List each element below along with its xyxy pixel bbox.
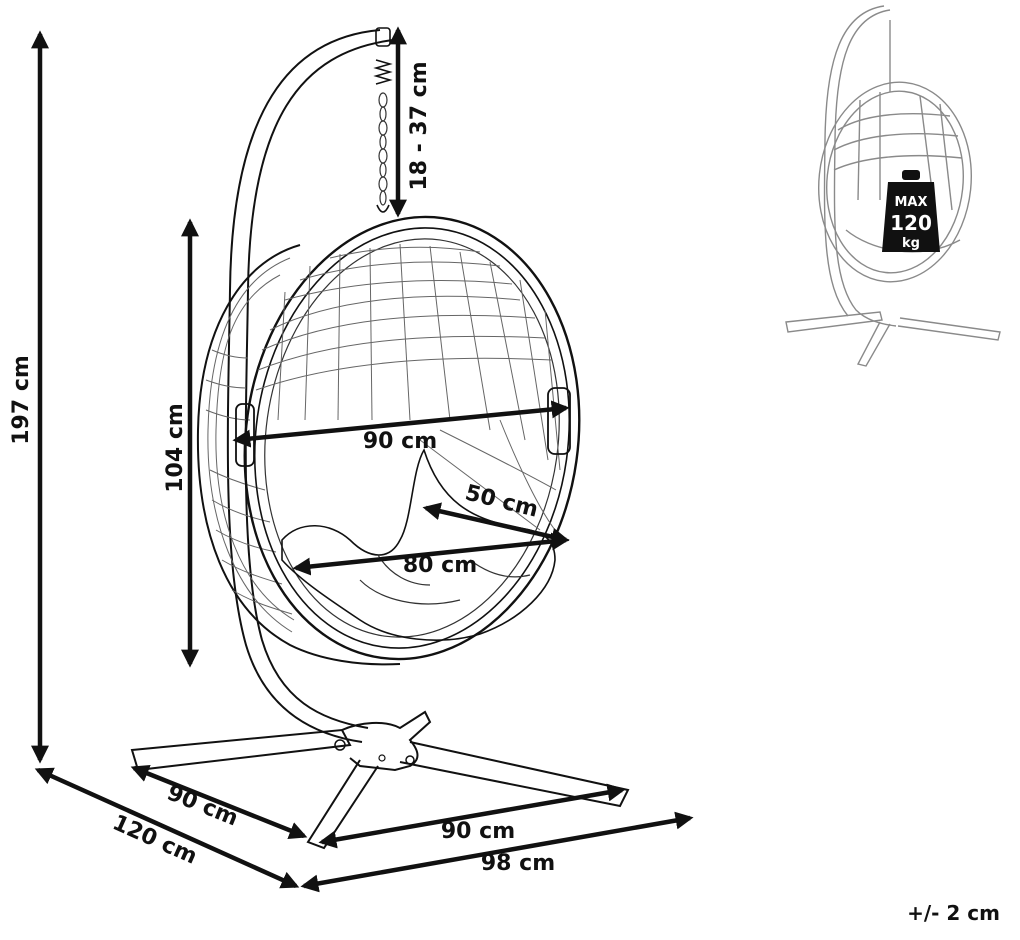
dimension-arrows: [31, 26, 694, 893]
thumbnail-chair: MAX 120 kg: [785, 5, 1001, 367]
badge-value: 120: [890, 211, 932, 235]
hanging-chain: [373, 27, 393, 213]
stand-base: [130, 710, 630, 850]
arrow-seat-width: [292, 532, 570, 576]
label-seat-depth: 50 cm: [463, 481, 541, 523]
arrow-basket-width: [232, 400, 570, 448]
label-basket-width: 90 cm: [363, 429, 437, 454]
tolerance-note: +/- 2 cm: [907, 901, 1000, 925]
arrow-base-width: [300, 811, 694, 893]
label-basket-height: 104 cm: [163, 403, 188, 493]
label-seat-width: 80 cm: [403, 553, 477, 578]
label-base-leg-right: 90 cm: [441, 819, 515, 844]
arrow-base-depth: [34, 767, 300, 889]
badge-max: MAX: [894, 195, 927, 210]
label-base-depth: 120 cm: [109, 810, 201, 869]
label-chain-range: 18 - 37 cm: [407, 61, 432, 190]
badge-unit: kg: [902, 236, 920, 251]
weave-pattern: [255, 243, 561, 531]
label-base-width: 98 cm: [481, 851, 555, 876]
label-base-leg-left: 90 cm: [163, 780, 241, 831]
max-weight-badge: MAX 120 kg: [882, 170, 940, 252]
label-total-height: 197 cm: [9, 355, 34, 445]
